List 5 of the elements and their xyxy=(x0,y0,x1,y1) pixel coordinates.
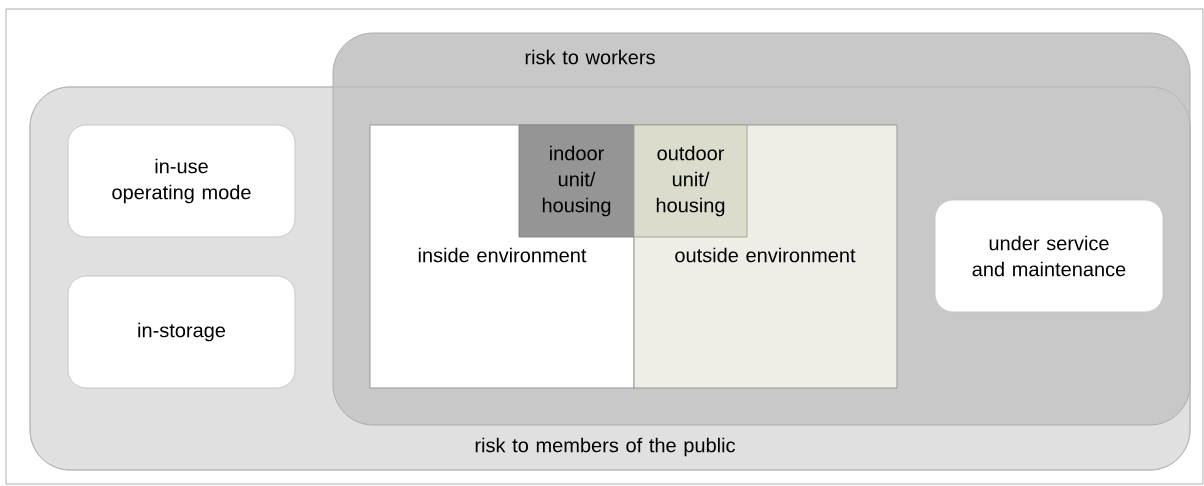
rounded-box: under service and maintenance xyxy=(934,199,1164,313)
rounded-box: in-storage xyxy=(67,275,296,389)
unit-box: outdoor unit/ housing xyxy=(633,124,748,238)
rounded-box: in-use operating mode xyxy=(67,124,296,238)
unit-box: indoor unit/ housing xyxy=(518,124,635,238)
